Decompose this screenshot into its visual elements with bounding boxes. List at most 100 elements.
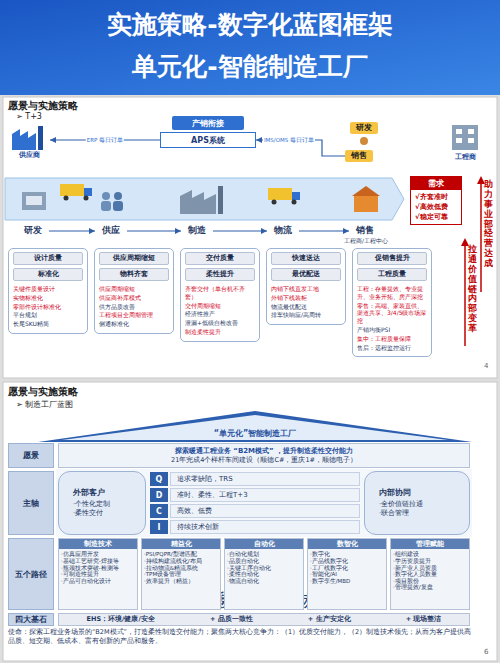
node-text: 实物标准化 [13,294,84,302]
node-text: 产销均衡PSI [357,326,428,334]
ldesc-box: 高效、低费 [170,504,360,518]
node-text: 探索暖通工程业务 “B2M模式” ，提升制造柔性交付能力 [175,446,353,456]
label-text: 6 [484,648,494,656]
letter-box: D [150,488,168,502]
node-text: √齐套准时 [411,192,461,202]
proc-box: 制造 [182,225,212,237]
node-text: Q [156,475,163,484]
label-text: 拉通价值链内部变革 [468,245,477,334]
node-text: 供应周期缩短 [113,254,155,263]
node-text: ·全价值链拉通 [379,500,469,509]
slide-panel [3,382,497,661]
node-text: ·工厂线数字化 [310,565,384,572]
truck-icon [268,188,300,205]
proc-box: 物流 [268,225,298,237]
node-text: 交付质量 [206,254,234,263]
edge-label: IMS/OMS 每日订单 [263,137,315,144]
node-text: 外部客户 [73,488,145,498]
label-text: 愿景与实施策略 [8,99,158,113]
node-text: 最优配送 [292,270,320,279]
node-text: ·联合管理 [379,509,469,518]
building-icon [452,125,478,150]
node-text: 供应商 [19,150,40,160]
path-box: 管理赋能·组织建设·学历资质提升·新产业人员资质·数字化人员数量·项目股份·管理… [390,538,470,610]
node-text: 标准化 [38,270,59,279]
connector [127,230,181,231]
node-text: 工程商 [455,152,476,162]
col-box: 供应周期缩短供应商补库模式供方品质改善工程项目全周期管理侧通标准化供应周期缩短物… [94,248,174,334]
edge-label: ERP 每日订单 [86,137,124,144]
node-text: 制造 [188,225,206,237]
node-text: ·PSI/PQPR/型谱匹配 [144,551,218,558]
label-text: ➢ T+3 [16,112,96,121]
node-text: 工程质量 [378,270,406,279]
node-text: 管理赋能 [391,539,469,549]
vision-box: 探索暖通工程业务 “B2M模式” ，提升制造柔性交付能力21年完成4个样杆车间建… [58,443,470,468]
path-box: 制造技术·仿真应用开发·基础工艺研究-焊接等·瓶颈技术突破-检测等·可制造性提升… [58,538,138,610]
store-icon [352,186,380,196]
node-text: + 生产安定化 [308,615,351,624]
ctag-box: 快速送达 [271,252,341,265]
row-box: 五个路径 [8,538,54,610]
letter-box: I [150,520,168,534]
ldesc-box: 准时、柔性、工程T+3 [170,488,360,502]
row-box: 主轴 [8,471,54,535]
node-text: ·仿真应用开发 [61,551,135,558]
node-text: 快速送达 [292,254,320,263]
proc-box: 供应 [96,225,126,237]
node-text: 高效、低费 [177,506,212,516]
letter-box: C [150,504,168,518]
ctag-box: 促销售提升 [357,252,427,265]
node-text: 物料齐套 [120,270,148,279]
node-text: 追求零缺陷，TRS [177,474,233,484]
label-text: 4 [484,362,494,370]
node-text: ·关键工序自动化 [227,565,301,572]
node-text: 制造技术 [59,539,137,549]
node-text: 精益化 [142,539,220,549]
node-text: C [156,507,162,516]
node-text: 平台规划 [13,311,84,319]
col-box: 内销下线直发工地外销下线装柜物流最优配送排车快响应/高周转快速送达最优配送 [266,248,346,325]
node-text: ·管理提效/复盘 [393,584,467,591]
node-text: 供应商补库模式 [99,294,170,302]
roof [38,411,472,442]
node-text: ·自动化规划 [227,551,301,558]
letter-box: Q [150,472,168,486]
node-text: 侧通标准化 [99,320,170,328]
node-text: 持续技术创新 [177,522,219,532]
node-text: 产销衔接 [192,118,224,129]
col-box: 关键件质量设计实物标准化零部件设计标准化平台规划长尾SKU精简设计质量标准化 [8,248,88,334]
node-text: √高效低费 [411,202,461,212]
node-text: 零部件设计标准化 [13,303,84,311]
node-text: 物流最优配送 [271,303,342,311]
node-text: + 品质一致性 [210,615,253,624]
node-text: ·新产业人员资质 [393,565,467,572]
ctag-box: 柔性提升 [185,268,255,281]
node-text: 内部协同 [379,488,469,498]
node-text: “单元化”智能制造工厂 [214,428,297,439]
node-text: ·组织建设 [393,551,467,558]
tag-box: 研发 [350,122,378,134]
tag-box: 销售 [345,150,373,162]
node-text: APS系统 [191,135,225,146]
connector [49,230,95,231]
ctag-box: 标准化 [13,268,83,281]
path-box: 精益化·PSI/PQPR/型谱匹配·持续构建流线化/布局·拉动物流&精流系统·T… [141,538,221,610]
node-text: 齐套交付（单台机不齐套） [185,285,256,301]
node-text: 销售 [356,225,374,237]
banner [0,0,500,95]
node-text: 数智化 [308,539,386,549]
path-box: 数智化·数字化·产品线数字化·工厂线数字化·智能化/AI·数字孪生/MBD [307,538,387,610]
node-text: 设计质量 [34,254,62,263]
people-icon [101,192,123,211]
factory-icon [218,186,223,214]
node-text: ·瓶颈技术突破-检测等 [61,565,135,572]
node-text: 排车快响应/高周转 [271,311,342,319]
node-text: 研发 [356,123,372,133]
node-text: 研发 [24,225,42,237]
node-text: 销售 [351,151,367,161]
ctag-box: 供应周期缩短 [99,252,169,265]
node-text: 售后：远程监控运行 [357,344,428,352]
label-text: 愿景与实施策略 [8,385,158,399]
